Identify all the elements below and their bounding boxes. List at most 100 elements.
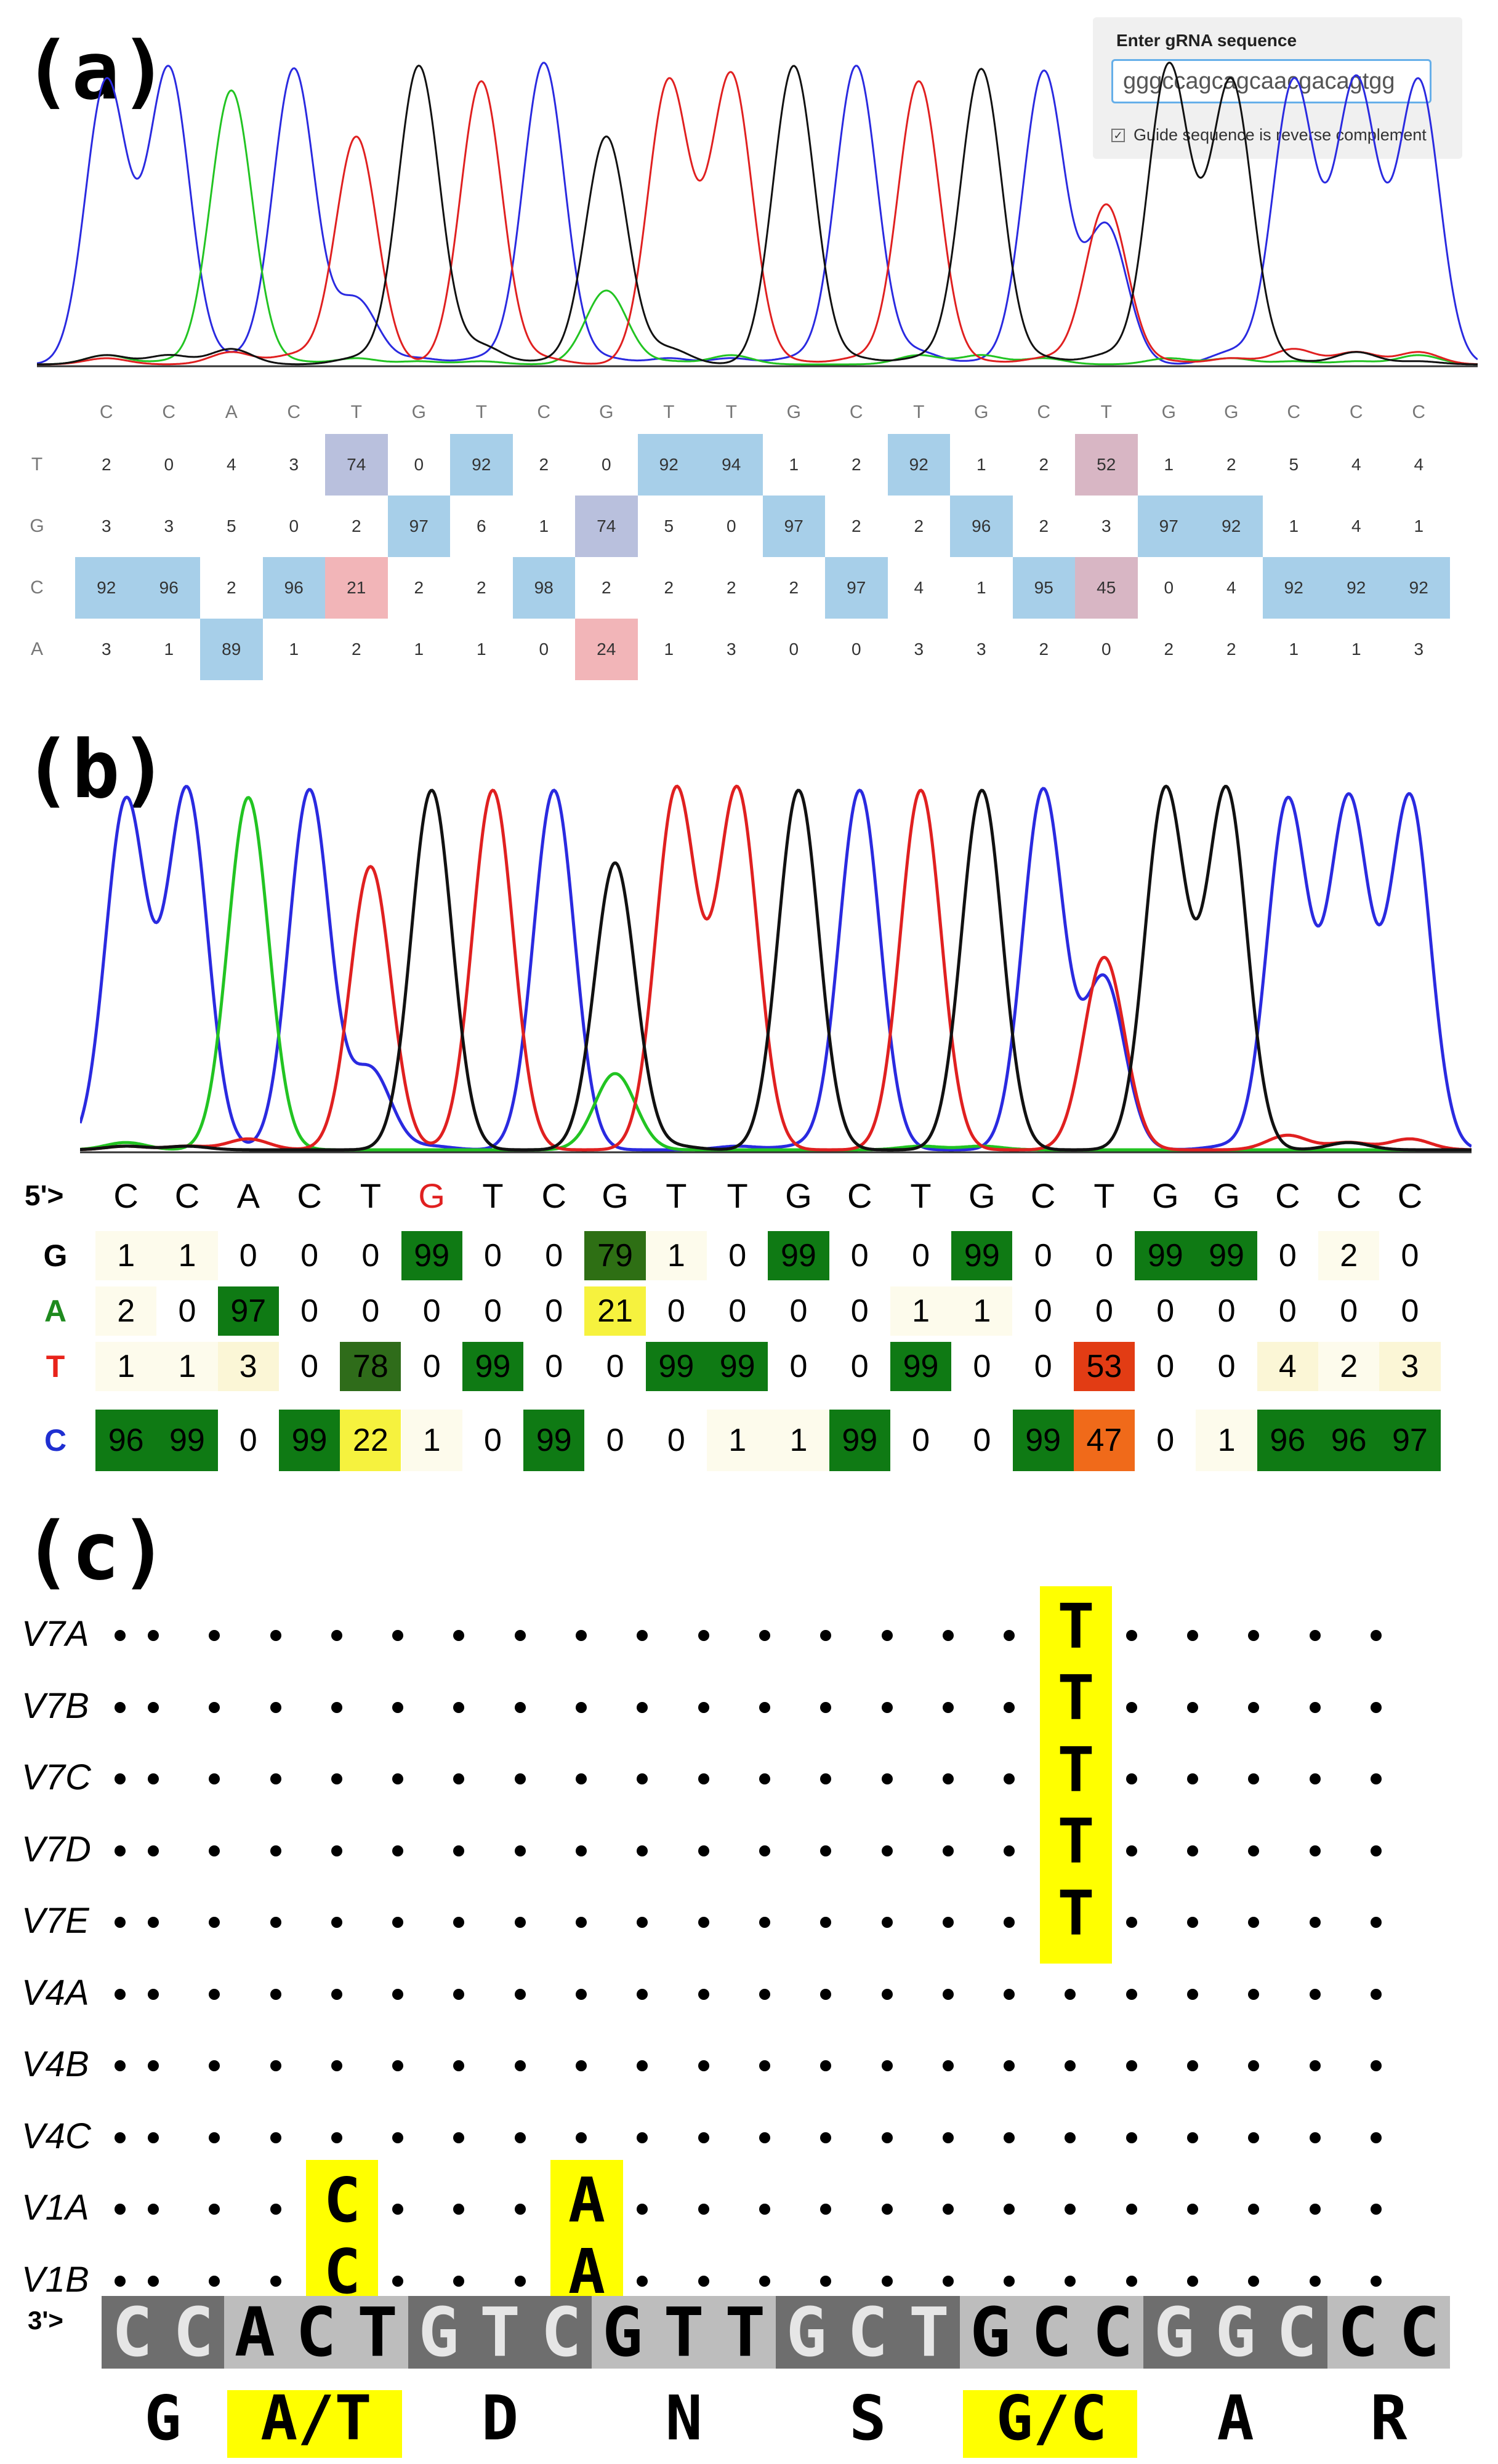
match-dot <box>514 2275 526 2287</box>
match-dot <box>115 1917 126 1928</box>
value-cell: 0 <box>1278 1238 1297 1274</box>
match-dot <box>881 2204 893 2215</box>
match-dot <box>637 2275 648 2287</box>
value-cell: 2 <box>601 578 611 597</box>
value-cell: 2 <box>351 516 361 536</box>
match-dot <box>820 2204 832 2215</box>
value-cell: 0 <box>1034 1349 1052 1384</box>
reference-base: G <box>970 2293 1011 2372</box>
amino-acid: R <box>1370 2382 1407 2454</box>
match-dot <box>881 1701 893 1713</box>
match-dot <box>147 2275 159 2287</box>
match-dot <box>392 1917 404 1928</box>
value-cell: 3 <box>1379 1342 1441 1391</box>
variant-base: T <box>1057 1662 1095 1734</box>
sample-label: V7D <box>22 1829 91 1869</box>
match-dot <box>881 1845 893 1856</box>
match-dot <box>698 2275 709 2287</box>
base-label: C <box>1037 402 1051 422</box>
match-dot <box>514 1630 526 1641</box>
value-cell: 24 <box>575 619 638 680</box>
value-cell: 2 <box>476 578 486 597</box>
value-cell: 92 <box>75 557 138 619</box>
checkbox-icon[interactable]: ✓ <box>1111 128 1125 142</box>
match-dot <box>1309 1988 1321 2000</box>
value-cell: 99 <box>462 1342 524 1391</box>
value-cell: 97 <box>217 1286 279 1336</box>
match-dot <box>698 2132 709 2143</box>
match-dot <box>1065 1988 1076 2000</box>
match-dot <box>453 1630 465 1641</box>
reference-base: C <box>173 2293 214 2372</box>
value-cell: 2 <box>664 578 674 597</box>
match-dot <box>759 2060 770 2071</box>
match-dot <box>942 1845 954 1856</box>
match-dot <box>1248 1773 1260 1784</box>
match-dot <box>115 1773 126 1784</box>
match-dot <box>1126 1630 1137 1641</box>
match-dot <box>115 1701 126 1713</box>
match-dot <box>1004 2275 1015 2287</box>
match-dot <box>942 1773 954 1784</box>
match-dot <box>1126 1988 1137 2000</box>
value-cell: 0 <box>545 1293 563 1329</box>
value-cell: 2 <box>726 578 736 597</box>
base-label: G <box>785 1176 812 1215</box>
match-dot <box>637 1701 648 1713</box>
value-cell: 0 <box>422 1349 441 1384</box>
match-dot <box>392 1630 404 1641</box>
reference-base: G <box>1153 2293 1195 2372</box>
base-label: T <box>725 402 737 422</box>
value-cell: 0 <box>789 1349 808 1384</box>
match-dot <box>270 1988 281 2000</box>
panel-label-c: (c) <box>23 1504 168 1598</box>
match-dot <box>637 1630 648 1641</box>
value-cell: 96 <box>1257 1410 1318 1471</box>
match-dot <box>576 2132 587 2143</box>
value-cell: 1 <box>156 1231 218 1280</box>
base-label: C <box>537 402 551 422</box>
value-cell: 0 <box>789 1293 808 1329</box>
value-cell: 2 <box>95 1286 157 1336</box>
value-cell: 1 <box>1196 1410 1257 1471</box>
match-dot <box>1309 1630 1321 1641</box>
row-label: T <box>31 454 43 475</box>
value-cell: 92 <box>1262 557 1325 619</box>
value-cell: 2 <box>1226 640 1236 659</box>
value-cell: 92 <box>887 434 950 496</box>
value-cell: 5 <box>664 516 674 536</box>
match-dot <box>576 2275 587 2287</box>
match-dot <box>392 2060 404 2071</box>
value-cell: 1 <box>1289 640 1299 659</box>
value-cell: 4 <box>1414 455 1424 474</box>
value-cell: 3 <box>164 516 174 536</box>
sample-label: V4B <box>22 2044 89 2084</box>
value-cell: 2 <box>1318 1231 1380 1280</box>
match-dot <box>1370 1773 1382 1784</box>
match-dot <box>881 2132 893 2143</box>
match-dot <box>1126 2060 1137 2071</box>
value-cell: 0 <box>361 1238 380 1274</box>
match-dot <box>1004 1845 1015 1856</box>
base-label: T <box>1100 402 1112 422</box>
match-dot <box>1065 2204 1076 2215</box>
match-dot <box>209 1845 220 1856</box>
match-dot <box>1065 2132 1076 2143</box>
match-dot <box>392 1701 404 1713</box>
match-dot <box>820 1773 832 1784</box>
variant-base: A <box>568 2236 606 2308</box>
value-cell: 0 <box>545 1349 563 1384</box>
value-cell: 97 <box>825 557 888 619</box>
value-cell: 2 <box>1039 516 1049 536</box>
base-label: C <box>113 1176 139 1215</box>
value-cell: 1 <box>289 640 299 659</box>
match-dot <box>637 1773 648 1784</box>
match-dot <box>453 2275 465 2287</box>
amino-acid: G/C <box>996 2382 1108 2454</box>
match-dot <box>270 2132 281 2143</box>
match-dot <box>270 1701 281 1713</box>
grna-sequence-input[interactable]: gggccagcagcaacgacagtgg <box>1111 59 1432 103</box>
variant-base: T <box>1057 1733 1095 1806</box>
match-dot <box>115 1988 126 2000</box>
match-dot <box>331 2275 342 2287</box>
